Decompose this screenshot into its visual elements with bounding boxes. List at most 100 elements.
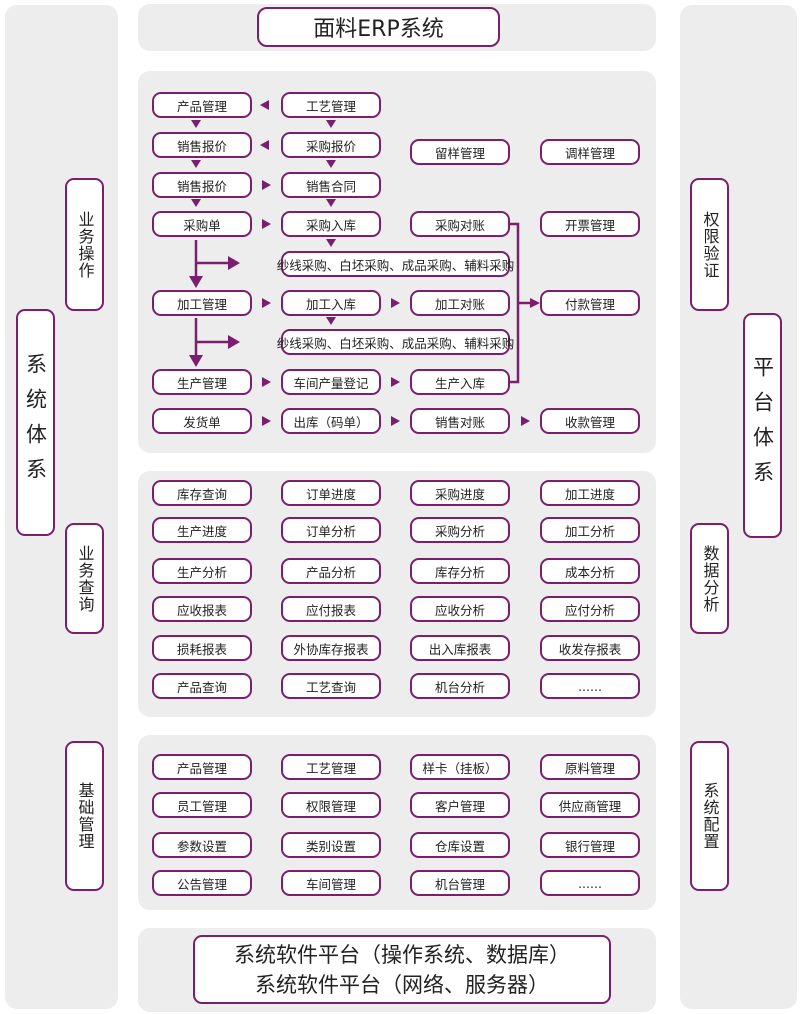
- query-item: 损耗报表: [152, 635, 252, 661]
- basic-label: 基础管理: [65, 741, 104, 891]
- query-item: 加工分析: [540, 517, 640, 543]
- query-item: 采购分析: [410, 517, 510, 543]
- workshop-output-box: 车间产量登记: [281, 369, 381, 395]
- platform-box: 系统软件平台（操作系统、数据库） 系统软件平台（网络、服务器）: [193, 935, 611, 1004]
- purchase-reconcile-box: 采购对账: [410, 211, 510, 237]
- basic-item: 原料管理: [540, 754, 640, 780]
- basic-item: 参数设置: [152, 832, 252, 858]
- arrow-big-down-2: [189, 355, 203, 367]
- production-in-box: 生产入库: [410, 369, 510, 395]
- basic-item: 产品管理: [152, 754, 252, 780]
- basic-item: 工艺管理: [281, 754, 381, 780]
- page-title: 面料ERP系统: [257, 7, 500, 47]
- arrow-right-8: [391, 416, 400, 426]
- arrow-down-3: [191, 199, 201, 207]
- arrow-right-7: [262, 416, 271, 426]
- arrow-down-5: [326, 160, 336, 168]
- query-item: 产品查询: [152, 673, 252, 699]
- arrow-down-4: [326, 120, 336, 128]
- basic-item: ......: [540, 870, 640, 896]
- query-label: 业务查询: [65, 523, 104, 634]
- arrow-left-1: [260, 100, 269, 110]
- basic-item: 银行管理: [540, 832, 640, 858]
- arrow-down-7: [326, 239, 336, 247]
- basic-item: 客户管理: [410, 792, 510, 818]
- query-item: 生产分析: [152, 558, 252, 584]
- query-item: 库存分析: [410, 558, 510, 584]
- arrow-branch-1: [228, 256, 240, 270]
- query-item: 产品分析: [281, 558, 381, 584]
- query-item: 成本分析: [540, 558, 640, 584]
- arrow-left-2: [260, 140, 269, 150]
- delivery-box: 发货单: [152, 408, 252, 434]
- query-item: 工艺查询: [281, 673, 381, 699]
- receipt-mgmt-box: 收款管理: [540, 408, 640, 434]
- arrow-right-1: [262, 180, 271, 190]
- sales-reconcile-box: 销售对账: [410, 408, 510, 434]
- query-item: 库存查询: [152, 480, 252, 506]
- payment-mgmt-box: 付款管理: [540, 290, 640, 316]
- arrow-right-5: [262, 377, 271, 387]
- query-item: 生产进度: [152, 517, 252, 543]
- query-item: 应付分析: [540, 596, 640, 622]
- basic-item: 公告管理: [152, 870, 252, 896]
- ops-label: 业务操作: [65, 178, 104, 311]
- basic-item: 车间管理: [281, 870, 381, 896]
- query-item: 收发存报表: [540, 635, 640, 661]
- query-item: 机台分析: [410, 673, 510, 699]
- purchase-types-box-2: 纱线采购、白坯采购、成品采购、辅料采购: [277, 329, 514, 355]
- outbound-box: 出库（码单）: [281, 408, 381, 434]
- purchase-in-box: 采购入库: [281, 211, 381, 237]
- arrow-right-4: [391, 298, 400, 308]
- platform-line-2: 系统软件平台（网络、服务器）: [255, 972, 549, 997]
- auth-label: 权限验证: [690, 178, 729, 311]
- platform-system-label: 平台体系: [743, 313, 782, 538]
- query-item: 订单分析: [281, 517, 381, 543]
- basic-item: 机台管理: [410, 870, 510, 896]
- purchase-quote-box: 采购报价: [281, 132, 381, 158]
- query-item: 外协库存报表: [281, 635, 381, 661]
- arrow-right-9: [521, 416, 530, 426]
- arrow-branch-2: [228, 335, 240, 349]
- query-item: 应收分析: [410, 596, 510, 622]
- basic-item: 权限管理: [281, 792, 381, 818]
- basic-item: 样卡（挂板）: [410, 754, 510, 780]
- arrow-down-1: [191, 120, 201, 128]
- basic-item: 供应商管理: [540, 792, 640, 818]
- arrow-big-down-1: [189, 276, 203, 288]
- arrow-right-6: [391, 377, 400, 387]
- sample-keep-box: 留样管理: [410, 139, 510, 165]
- sales-contract-box: 销售合同: [281, 172, 381, 198]
- system-label: 系统体系: [16, 309, 55, 536]
- invoice-mgmt-box: 开票管理: [540, 211, 640, 237]
- process-in-box: 加工入库: [281, 290, 381, 316]
- purchase-types-box-1: 纱线采购、白坯采购、成品采购、辅料采购: [277, 251, 514, 277]
- arrow-down-2: [191, 160, 201, 168]
- query-item: 应收报表: [152, 596, 252, 622]
- analysis-label: 数据分析: [690, 523, 729, 634]
- sales-quote-box: 销售报价: [152, 132, 252, 158]
- arrow-down-6: [326, 199, 336, 207]
- purchase-order-box: 采购单: [152, 211, 252, 237]
- basic-item: 类别设置: [281, 832, 381, 858]
- production-mgmt-box: 生产管理: [152, 369, 252, 395]
- arrow-right-3: [262, 298, 271, 308]
- config-label: 系统配置: [690, 741, 729, 891]
- process-reconcile-box: 加工对账: [410, 290, 510, 316]
- arrow-to-payment: [530, 298, 540, 308]
- craft-mgmt-box: 工艺管理: [281, 92, 381, 118]
- process-mgmt-box: 加工管理: [152, 290, 252, 316]
- product-mgmt-box: 产品管理: [152, 92, 252, 118]
- basic-item: 员工管理: [152, 792, 252, 818]
- platform-line-1: 系统软件平台（操作系统、数据库）: [234, 942, 570, 967]
- basic-item: 仓库设置: [410, 832, 510, 858]
- query-item: 应付报表: [281, 596, 381, 622]
- arrow-down-8: [326, 317, 336, 325]
- query-item: 订单进度: [281, 480, 381, 506]
- sales-quote2-box: 销售报价: [152, 172, 252, 198]
- query-item: 出入库报表: [410, 635, 510, 661]
- arrow-right-2: [262, 219, 271, 229]
- query-item: 采购进度: [410, 480, 510, 506]
- query-item: ......: [540, 673, 640, 699]
